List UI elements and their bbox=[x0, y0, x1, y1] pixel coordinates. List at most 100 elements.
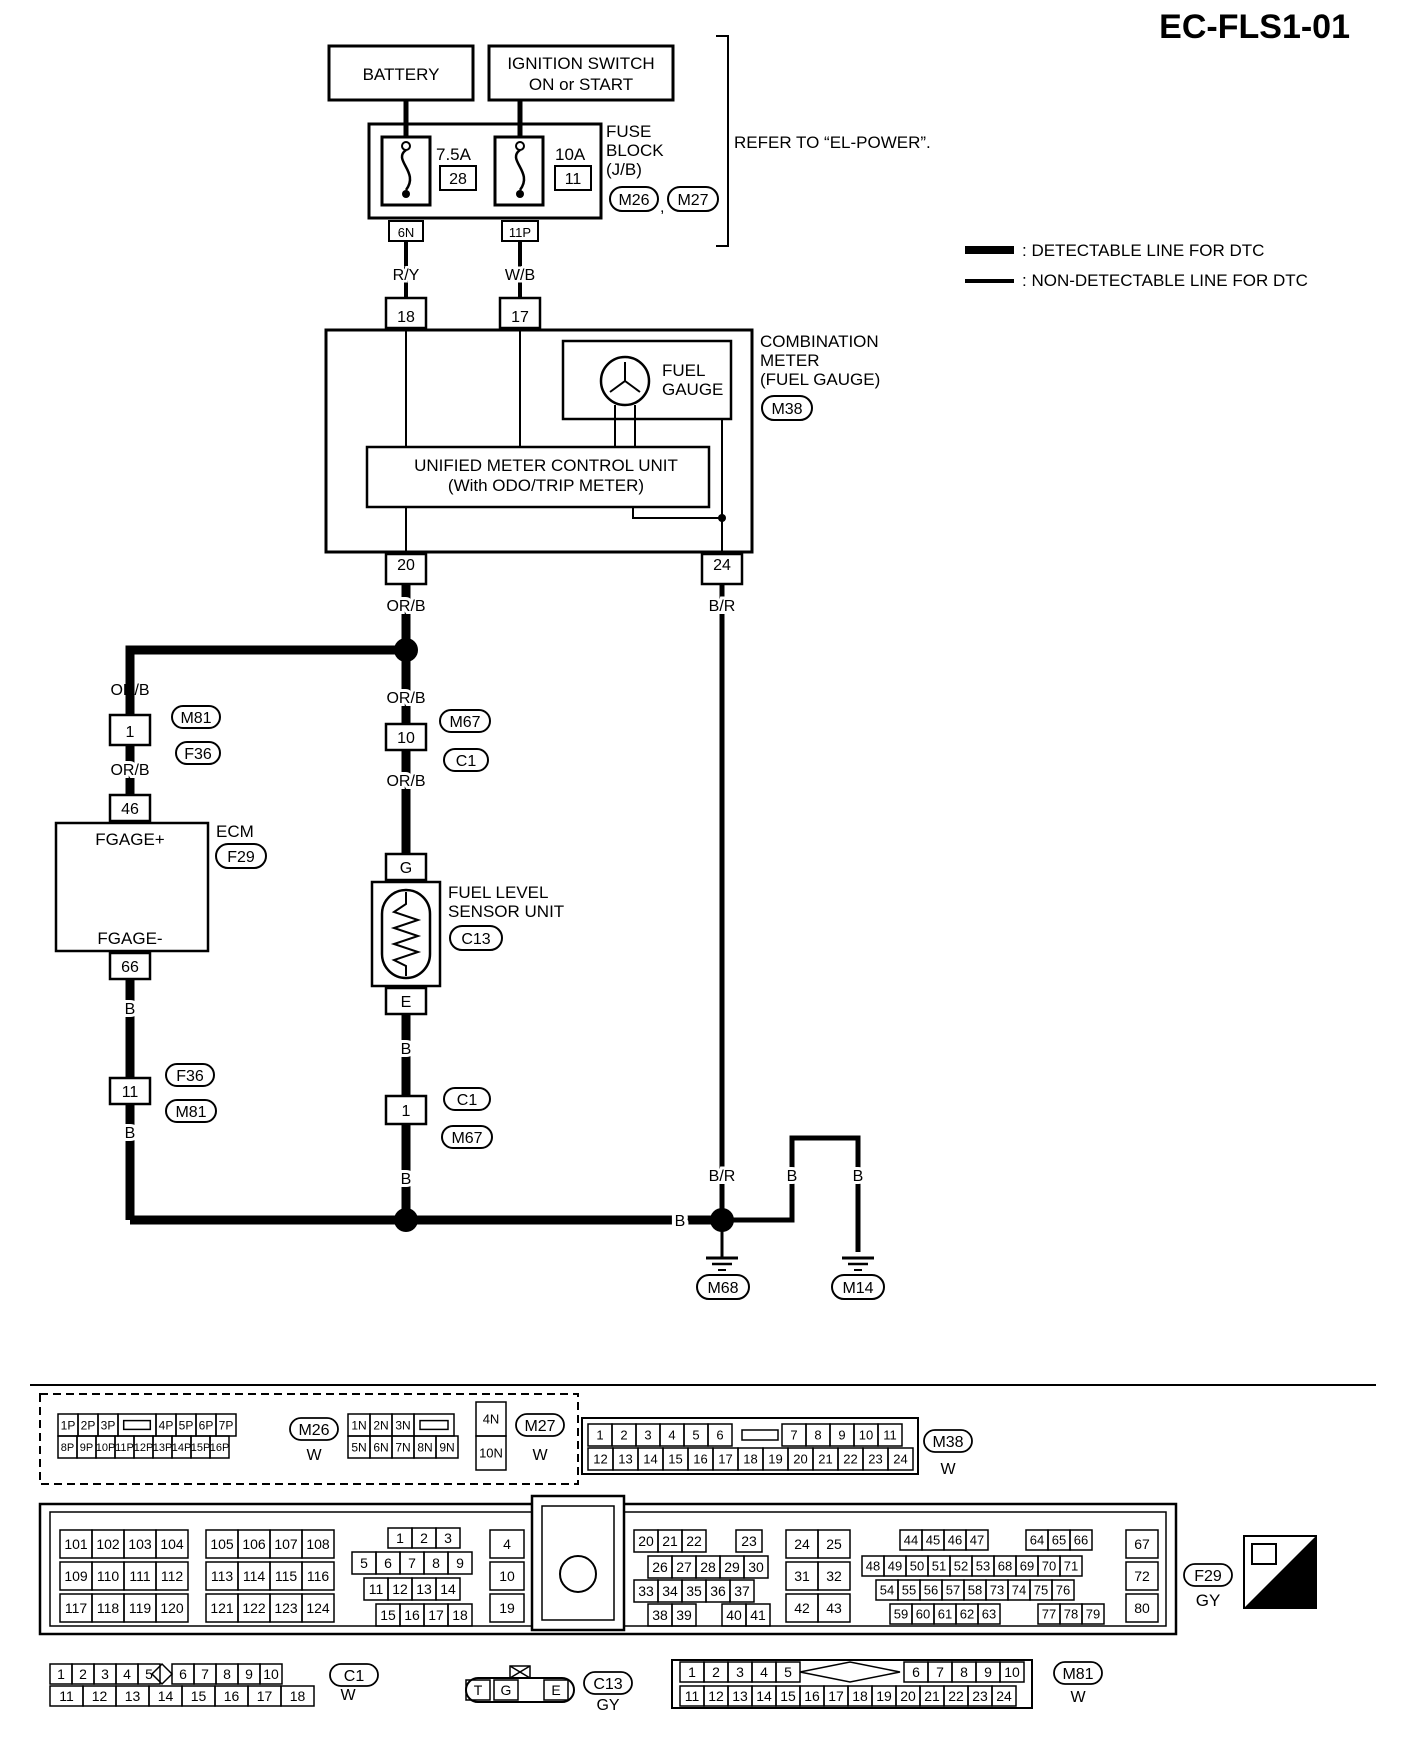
fuse-block: 7.5A 28 10A 11 FUSE BLOCK (J/B) M26 , M2… bbox=[367, 122, 719, 242]
svg-text:6: 6 bbox=[384, 1555, 392, 1571]
svg-text:21: 21 bbox=[662, 1533, 678, 1549]
meter-name-1: COMBINATION bbox=[760, 332, 879, 351]
svg-text:110: 110 bbox=[97, 1568, 120, 1584]
f29-pin-12: 12 bbox=[387, 1577, 413, 1601]
svg-text:29: 29 bbox=[724, 1559, 740, 1575]
fuse-left-number: 28 bbox=[449, 171, 467, 188]
f29-pin-67: 67 bbox=[1125, 1529, 1159, 1559]
c1-pin-11: 11 bbox=[49, 1685, 84, 1707]
svg-text:42: 42 bbox=[794, 1600, 810, 1616]
m81-pin-14: 14 bbox=[751, 1685, 777, 1707]
f29-pin-29: 29 bbox=[719, 1555, 745, 1579]
svg-text:3: 3 bbox=[644, 1428, 651, 1443]
f29-pin-112: 112 bbox=[155, 1561, 189, 1591]
m38-pin-4: 4 bbox=[659, 1423, 685, 1447]
c1-key-diamond bbox=[150, 1662, 174, 1686]
m38-pin-1: 1 bbox=[587, 1423, 613, 1447]
m27-key bbox=[413, 1413, 455, 1437]
f29-pin-1: 1 bbox=[387, 1527, 413, 1549]
wire-label-b-center-2: B bbox=[401, 1171, 412, 1188]
m81-pin-18: 18 bbox=[847, 1685, 873, 1707]
f29-pin-4: 4 bbox=[489, 1529, 525, 1559]
conn-m38-color: W bbox=[940, 1461, 956, 1478]
svg-text:17: 17 bbox=[718, 1452, 732, 1467]
wire-label-b-bottom: B bbox=[675, 1213, 686, 1230]
f29-pin-74: 74 bbox=[1007, 1579, 1031, 1601]
combination-meter: 18 17 FUEL GAUGE UNIFIED METER CONTROL U… bbox=[324, 296, 880, 586]
svg-text:9: 9 bbox=[984, 1664, 992, 1680]
f29-pin-73: 73 bbox=[985, 1579, 1009, 1601]
svg-text:117: 117 bbox=[65, 1600, 88, 1616]
ignition-switch-box: IGNITION SWITCH ON or START bbox=[487, 44, 675, 102]
c1-pin-13: 13 bbox=[115, 1685, 150, 1707]
svg-text:76: 76 bbox=[1056, 1583, 1070, 1598]
svg-text:62: 62 bbox=[960, 1607, 974, 1622]
fuse-block-conn-m27: M27 bbox=[677, 192, 708, 209]
svg-text:12: 12 bbox=[92, 1688, 108, 1704]
svg-text:2P: 2P bbox=[81, 1418, 96, 1432]
harness-side-badge: H.S. bbox=[1243, 1535, 1317, 1609]
svg-text:1: 1 bbox=[57, 1666, 65, 1682]
m81-pin-22: 22 bbox=[943, 1685, 969, 1707]
fuse-terminal-6n: 6N bbox=[398, 225, 415, 240]
c1-pin-1: 1 bbox=[49, 1663, 73, 1685]
ecm-conn-f29: F29 bbox=[227, 849, 255, 866]
m38-pin-21: 21 bbox=[812, 1447, 839, 1471]
fuse-left-amp: 7.5A bbox=[436, 145, 472, 164]
f29-pin-54: 54 bbox=[875, 1579, 899, 1601]
svg-text:57: 57 bbox=[946, 1583, 960, 1598]
svg-text:4N: 4N bbox=[483, 1412, 500, 1427]
wire-label-wb: W/B bbox=[505, 267, 535, 284]
left-conn-pin-11: 11 bbox=[122, 1084, 139, 1101]
m27-pin-3N: 3N bbox=[391, 1413, 415, 1437]
sensor-label-1: FUEL LEVEL bbox=[448, 883, 548, 902]
svg-text:114: 114 bbox=[243, 1568, 266, 1584]
ecm-pin-66: 66 bbox=[121, 959, 139, 976]
unified-meter-label-2: (With ODO/TRIP METER) bbox=[448, 476, 644, 495]
m38-pin-5: 5 bbox=[683, 1423, 709, 1447]
f29-pin-109: 109 bbox=[59, 1561, 93, 1591]
m38-pin-13: 13 bbox=[612, 1447, 639, 1471]
f29-pin-68: 68 bbox=[993, 1555, 1017, 1577]
f29-pin-75: 75 bbox=[1029, 1579, 1053, 1601]
c1-pin-17: 17 bbox=[247, 1685, 282, 1707]
c1-pin-14: 14 bbox=[148, 1685, 183, 1707]
left-conn-m81-bottom: M81 bbox=[175, 1104, 206, 1121]
m26-pin-13P: 13P bbox=[152, 1435, 173, 1459]
f29-pin-80: 80 bbox=[1125, 1593, 1159, 1623]
sensor-conn-c13: C13 bbox=[461, 931, 490, 948]
svg-text:118: 118 bbox=[97, 1600, 120, 1616]
ground-symbol-m68 bbox=[706, 1256, 738, 1271]
f29-pin-17: 17 bbox=[423, 1603, 449, 1627]
m26-pin-1P: 1P bbox=[57, 1413, 79, 1437]
c1-pin-12: 12 bbox=[82, 1685, 117, 1707]
m38-pin-22: 22 bbox=[837, 1447, 864, 1471]
fuse-block-label-1: FUSE bbox=[606, 122, 651, 141]
m81-pin-21: 21 bbox=[919, 1685, 945, 1707]
svg-text:60: 60 bbox=[916, 1607, 930, 1622]
m81-pin-20: 20 bbox=[895, 1685, 921, 1707]
svg-text:11: 11 bbox=[883, 1428, 897, 1443]
svg-text:68: 68 bbox=[998, 1559, 1012, 1574]
f29-pin-115: 115 bbox=[269, 1561, 303, 1591]
svg-text:2: 2 bbox=[620, 1428, 627, 1443]
c1-pin-3: 3 bbox=[93, 1663, 117, 1685]
svg-text:7: 7 bbox=[936, 1664, 944, 1680]
m81-pin-1: 1 bbox=[679, 1661, 705, 1683]
svg-text:14: 14 bbox=[756, 1688, 772, 1704]
svg-text:43: 43 bbox=[826, 1600, 842, 1616]
c1-pin-8: 8 bbox=[215, 1663, 239, 1685]
f29-pin-9: 9 bbox=[447, 1551, 473, 1575]
svg-text:58: 58 bbox=[968, 1583, 982, 1598]
m38-pin-10: 10 bbox=[853, 1423, 879, 1447]
m27-pin-4n: 4N bbox=[475, 1401, 507, 1437]
svg-text:59: 59 bbox=[894, 1607, 908, 1622]
wire-label-orb-left-1: OR/B bbox=[110, 682, 149, 699]
svg-text:72: 72 bbox=[1134, 1568, 1150, 1584]
f29-pin-11: 11 bbox=[363, 1577, 389, 1601]
sensor-pin-g: G bbox=[400, 860, 412, 877]
wire-label-b-left-1: B bbox=[125, 1001, 136, 1018]
svg-text:7P: 7P bbox=[219, 1418, 234, 1432]
page-code: EC-FLS1-01 bbox=[1159, 8, 1350, 46]
svg-text:13P: 13P bbox=[153, 1442, 173, 1454]
